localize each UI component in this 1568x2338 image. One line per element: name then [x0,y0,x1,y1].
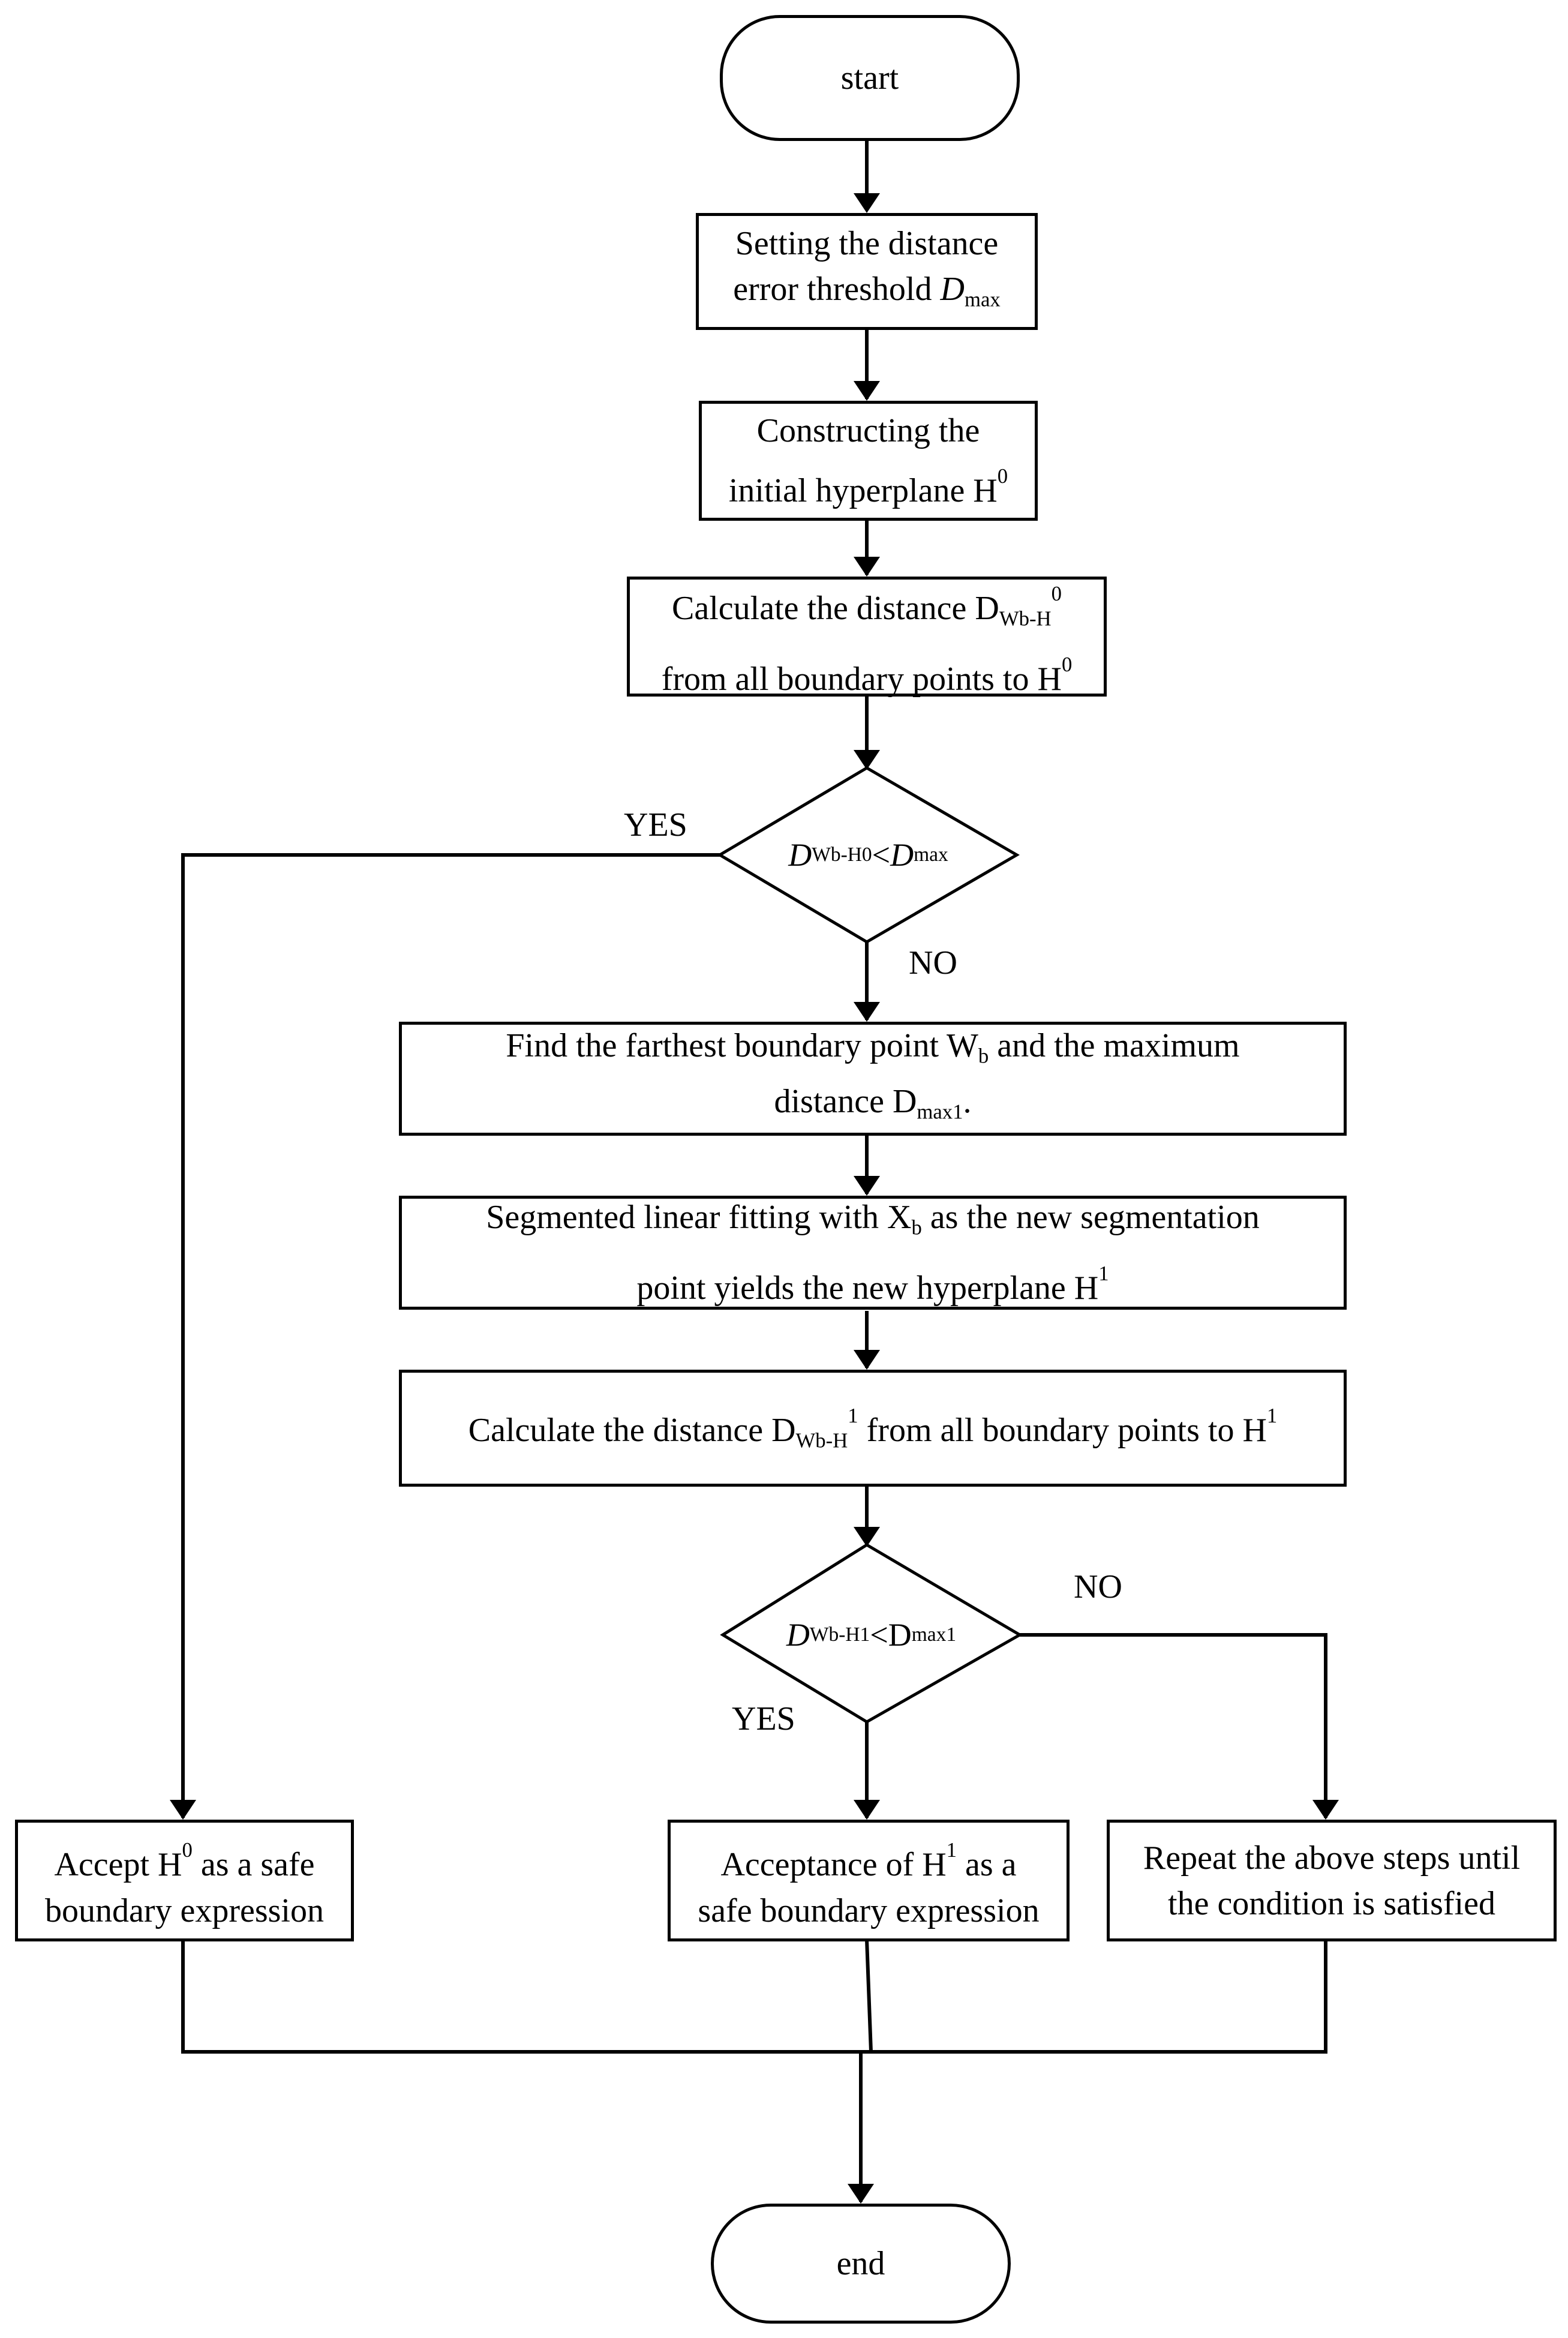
decision0-sub2: max [914,844,948,866]
construct-superscript: 0 [997,464,1008,488]
accept-h1-box: Acceptance of H1 as a safe boundary expr… [668,1820,1070,1941]
find-line1-text: Find the farthest boundary point W [506,1027,978,1064]
merge-center [865,1939,873,2052]
accept0-line1-text: Accept H [54,1846,182,1884]
arrow-decision0-yes [181,853,723,1818]
decision-diamond-1 [720,1543,1023,1724]
accept0-line2: boundary expression [44,1892,324,1929]
arrowhead [854,1002,880,1022]
find-farthest-point-box: Find the farthest boundary point Wb and … [399,1022,1347,1136]
dmax-subscript: max [964,287,1001,311]
repeat-line1: Repeat the above steps until [1143,1839,1521,1877]
decision1-sub2: max1 [911,1623,957,1646]
accept1-line1: Acceptance of H1 as a [698,1827,1039,1887]
accept0-line1-post: as a safe [192,1846,315,1884]
construct-hyperplane-box: Constructing the initial hyperplane H0 [699,401,1038,521]
arrow-decision1-no [1020,1633,1327,1818]
arrowhead [1312,1800,1339,1820]
calculate-distance-h0-box: Calculate the distance DWb-H0 from all b… [627,577,1107,698]
arrowhead [854,193,880,213]
decision0-operator: < [872,837,891,873]
segmented-fitting-box: Segmented linear fitting with Xb as the … [399,1196,1347,1310]
calc0-line2-superscript: 0 [1061,652,1073,676]
calc1-subscript: Wb-H [795,1428,848,1452]
arrowhead [170,1800,196,1820]
arrowhead [854,381,880,401]
arrowhead [854,1176,880,1196]
segment-subscript: b [911,1215,922,1239]
segment-line2: point yields the new hyperplane H1 [486,1251,1260,1311]
calc1-superscript: 1 [848,1403,858,1427]
find-line2: distance Dmax1. [506,1079,1239,1135]
find-line1: Find the farthest boundary point Wb and … [506,1023,1239,1079]
segment-line1: Segmented linear fitting with Xb as the … [486,1194,1260,1250]
arrowhead [854,1527,880,1547]
segment-line1-post: as the new segmentation [921,1199,1260,1236]
accept1-line1-post: as a [957,1846,1017,1884]
calc1-text: Calculate the distance D [468,1411,796,1449]
decision0-sub1: Wb-H0 [812,844,872,866]
find-line1-post: and the maximum [989,1027,1240,1064]
arrowhead [854,750,880,770]
decision0-var2: D [890,837,914,873]
arrowhead [854,557,880,577]
accept0-superscript: 0 [182,1838,193,1862]
accept1-line2: safe boundary expression [698,1892,1040,1929]
arrowheads [170,193,1339,2204]
find-line2-subscript: max1 [917,1100,963,1124]
end-terminal: end [711,2204,1011,2324]
decision1-var1: D [786,1617,810,1653]
calc0-line2-text: from all boundary points to H [661,660,1062,698]
calc0-superscript: 0 [1051,582,1062,606]
accept1-line1-text: Acceptance of H [720,1846,947,1884]
calc1-mid-text: from all boundary points to H [858,1411,1267,1449]
decision1-operator: <D [870,1617,912,1653]
arrowhead [848,2184,874,2204]
calc0-line1: Calculate the distance DWb-H0 [662,571,1073,642]
yes-label-decision0: YES [624,806,687,844]
start-text: start [840,59,899,97]
accept-h0-box: Accept H0 as a safe boundary expression [15,1820,354,1941]
end-text: end [836,2245,885,2282]
segment-line2-text: point yields the new hyperplane H [636,1269,1099,1307]
no-label-decision1: NO [1074,1568,1122,1605]
construct-line2-text: initial hyperplane H [728,472,998,510]
decision1-sub1: Wb-H1 [809,1623,870,1646]
yes-label-decision1: YES [732,1700,795,1737]
set-threshold-line1: Setting the distance [735,224,999,262]
accept1-superscript: 1 [946,1838,957,1862]
arrowhead [854,1350,880,1370]
repeat-steps-box: Repeat the above steps until the conditi… [1107,1820,1557,1941]
calc0-line1-text: Calculate the distance D [672,590,999,628]
construct-line1: Constructing the [756,412,980,449]
set-threshold-line2-text: error threshold [733,270,941,308]
accept0-line1: Accept H0 as a safe [45,1827,324,1887]
find-subscript: b [978,1044,989,1067]
decision-diamond-0 [717,766,1020,944]
no-label-decision0: NO [909,944,957,982]
calc0-subscript: Wb-H [999,607,1052,631]
segment-line1-text: Segmented linear fitting with X [486,1199,912,1236]
set-threshold-line2: error threshold Dmax [733,266,1000,322]
decision0-var1: D [788,837,812,873]
calc1-line: Calculate the distance DWb-H1 from all b… [468,1393,1278,1464]
set-threshold-box: Setting the distance error threshold Dma… [696,213,1038,330]
dmax-symbol: D [940,270,965,308]
merge-left [181,1940,1327,2054]
segment-superscript: 1 [1098,1261,1109,1285]
repeat-line2: the condition is satisfied [1168,1884,1495,1922]
calc1-superscript-2: 1 [1266,1403,1278,1427]
calculate-distance-h1-box: Calculate the distance DWb-H1 from all b… [399,1370,1347,1487]
construct-line2: initial hyperplane H0 [729,454,1008,514]
arrowhead [854,1800,880,1820]
calc0-line2: from all boundary points to H0 [662,642,1073,702]
start-terminal: start [720,15,1020,141]
find-line2-post: . [963,1083,972,1120]
find-line2-text: distance D [774,1083,917,1120]
